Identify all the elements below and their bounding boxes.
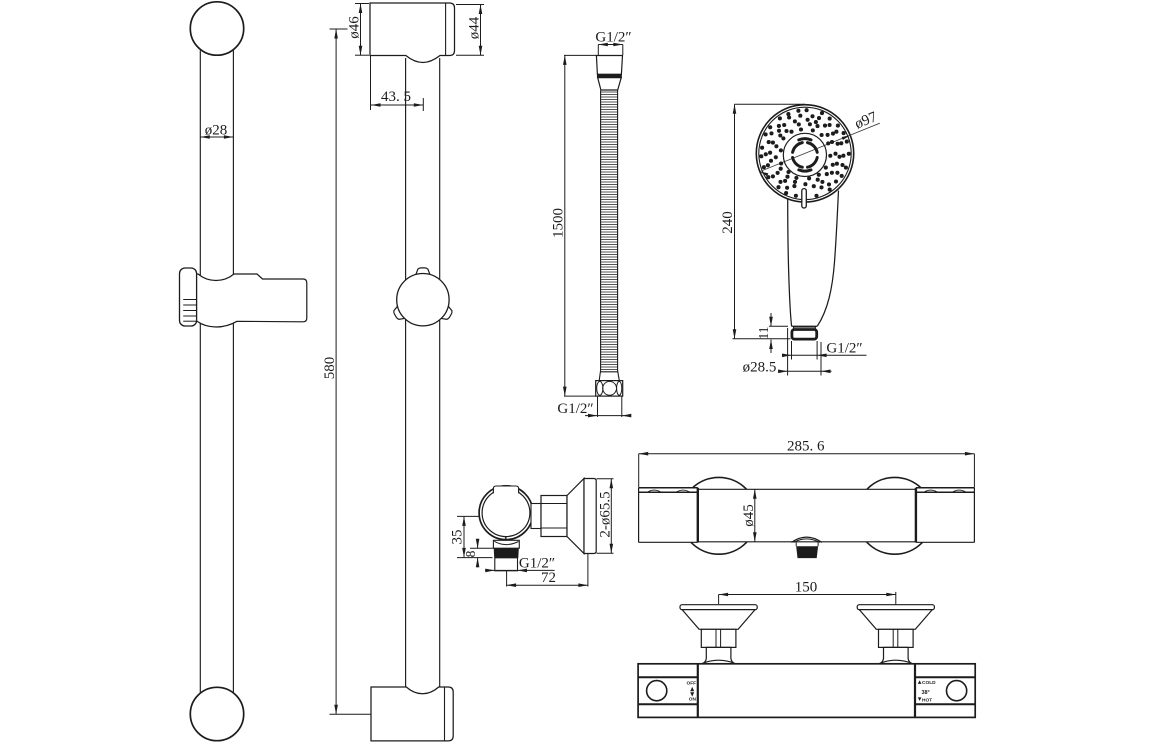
svg-text:ø45: ø45 [741,504,757,527]
svg-text:11: 11 [756,327,771,340]
svg-text:ø28.5: ø28.5 [743,360,777,376]
svg-text:240: 240 [720,211,736,234]
svg-text:HOT: HOT [922,698,932,704]
svg-text:COLD: COLD [922,680,936,686]
svg-text:ø97: ø97 [853,109,880,132]
svg-text:ø28: ø28 [205,123,228,139]
svg-text:35: 35 [450,530,466,545]
svg-text:2-ø65.5: 2-ø65.5 [598,491,614,537]
svg-text:OFF: OFF [687,680,697,686]
svg-text:285. 6: 285. 6 [787,439,825,455]
svg-text:G1/2″: G1/2″ [557,401,593,417]
svg-text:38°: 38° [922,690,930,696]
svg-text:1500: 1500 [550,208,566,238]
svg-text:ø44: ø44 [466,16,482,39]
svg-text:ON: ON [689,696,697,702]
svg-text:G1/2″: G1/2″ [519,556,555,572]
svg-text:43. 5: 43. 5 [381,89,411,105]
svg-text:580: 580 [322,357,338,380]
svg-text:ø46: ø46 [347,16,363,39]
svg-text:8: 8 [463,550,478,557]
svg-text:G1/2″: G1/2″ [826,341,862,357]
svg-text:150: 150 [795,580,818,596]
svg-text:G1/2″: G1/2″ [595,30,631,46]
svg-text:72: 72 [541,570,556,586]
